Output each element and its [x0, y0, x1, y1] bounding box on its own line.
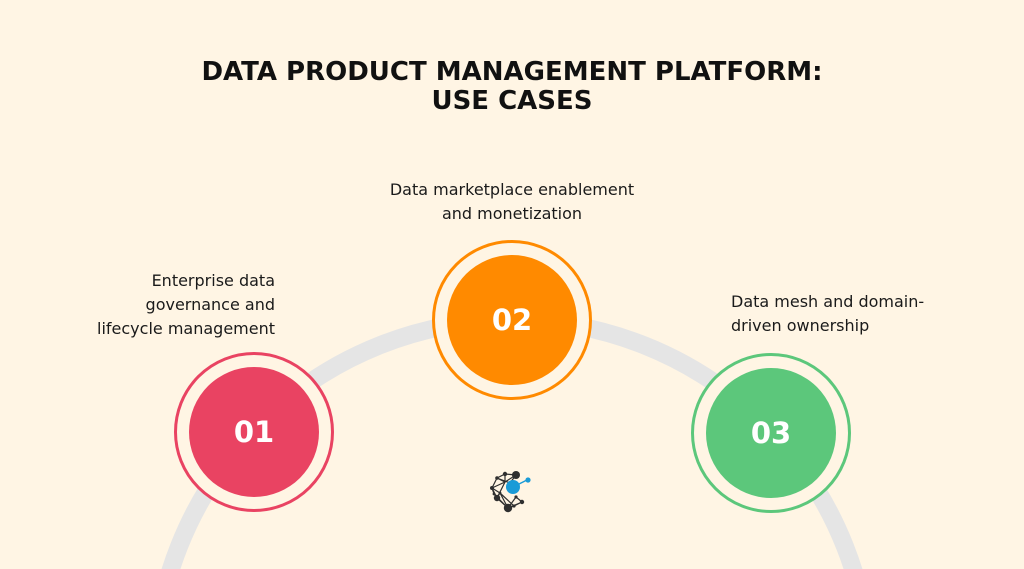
page-title-line-1: DATA PRODUCT MANAGEMENT PLATFORM: [201, 57, 823, 87]
step-2-fill: 02 [447, 255, 577, 385]
step-2-number: 02 [491, 303, 533, 337]
step-1-label-line: lifecycle management [97, 319, 275, 338]
step-1-circle: 01 [174, 352, 334, 512]
step-3-label-line: Data mesh and domain- [731, 292, 925, 311]
step-2-label-line: and monetization [441, 204, 583, 223]
step-2-label: Data marketplace enablement and monetiza… [0, 178, 1024, 226]
step-3-label-line: driven ownership [731, 316, 870, 335]
step-1-label-line: Enterprise data [151, 271, 275, 290]
step-3-circle: 03 [691, 353, 851, 513]
step-3-label: Data mesh and domain- driven ownership [731, 290, 924, 338]
step-3-fill: 03 [706, 368, 836, 498]
step-1-label-line: governance and [145, 295, 275, 314]
step-1-label: Enterprise data governance and lifecycle… [97, 269, 275, 341]
page-title: DATA PRODUCT MANAGEMENT PLATFORM: USE CA… [0, 58, 1024, 116]
step-3-number: 03 [750, 416, 792, 450]
step-2-circle: 02 [432, 240, 592, 400]
network-nodes-logo-icon [490, 471, 531, 513]
step-2-label-line: Data marketplace enablement [389, 180, 635, 199]
step-1-fill: 01 [189, 367, 319, 497]
page-title-line-2: USE CASES [431, 86, 593, 116]
step-1-number: 01 [233, 415, 275, 449]
